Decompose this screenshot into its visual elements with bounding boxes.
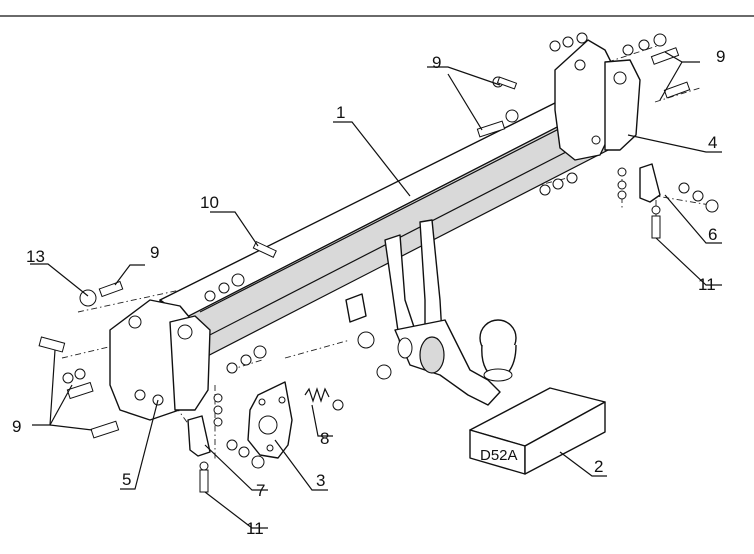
label-part-9-left: 9 — [12, 417, 21, 436]
label-part-10: 10 — [200, 193, 219, 212]
label-part-3: 3 — [316, 471, 325, 490]
label-part-1: 1 — [336, 103, 345, 122]
label-part-7: 7 — [256, 481, 265, 500]
label-part-11-bottom: 11 — [246, 519, 264, 538]
socket-plate — [247, 381, 293, 459]
main-crossbar — [159, 87, 613, 367]
label-part-5: 5 — [122, 470, 131, 489]
tow-ball — [479, 319, 517, 382]
label-part-6: 6 — [708, 225, 717, 244]
label-part-11-right: 11 — [698, 275, 716, 294]
left-side-bracket — [109, 299, 211, 421]
label-part-4: 4 — [708, 133, 717, 152]
tow-hook-neck — [384, 219, 501, 406]
hardware-top-right — [476, 32, 691, 196]
leader-lines — [30, 51, 722, 529]
spring-assembly — [304, 387, 344, 411]
label-part-9-top: 9 — [432, 53, 441, 72]
small-bracket-left — [187, 393, 265, 493]
box-label: D52A — [480, 447, 518, 464]
label-part-8: 8 — [320, 429, 329, 448]
small-bracket-right — [617, 163, 719, 239]
hardware-left — [38, 240, 277, 439]
label-part-13: 13 — [26, 247, 45, 266]
label-part-9-mid: 9 — [150, 243, 159, 262]
label-part-9-top-right: 9 — [716, 47, 725, 66]
electrical-kit-box — [469, 387, 606, 475]
right-side-bracket — [554, 39, 641, 161]
neck-mounting-plate — [345, 293, 392, 380]
label-part-2: 2 — [594, 457, 603, 476]
